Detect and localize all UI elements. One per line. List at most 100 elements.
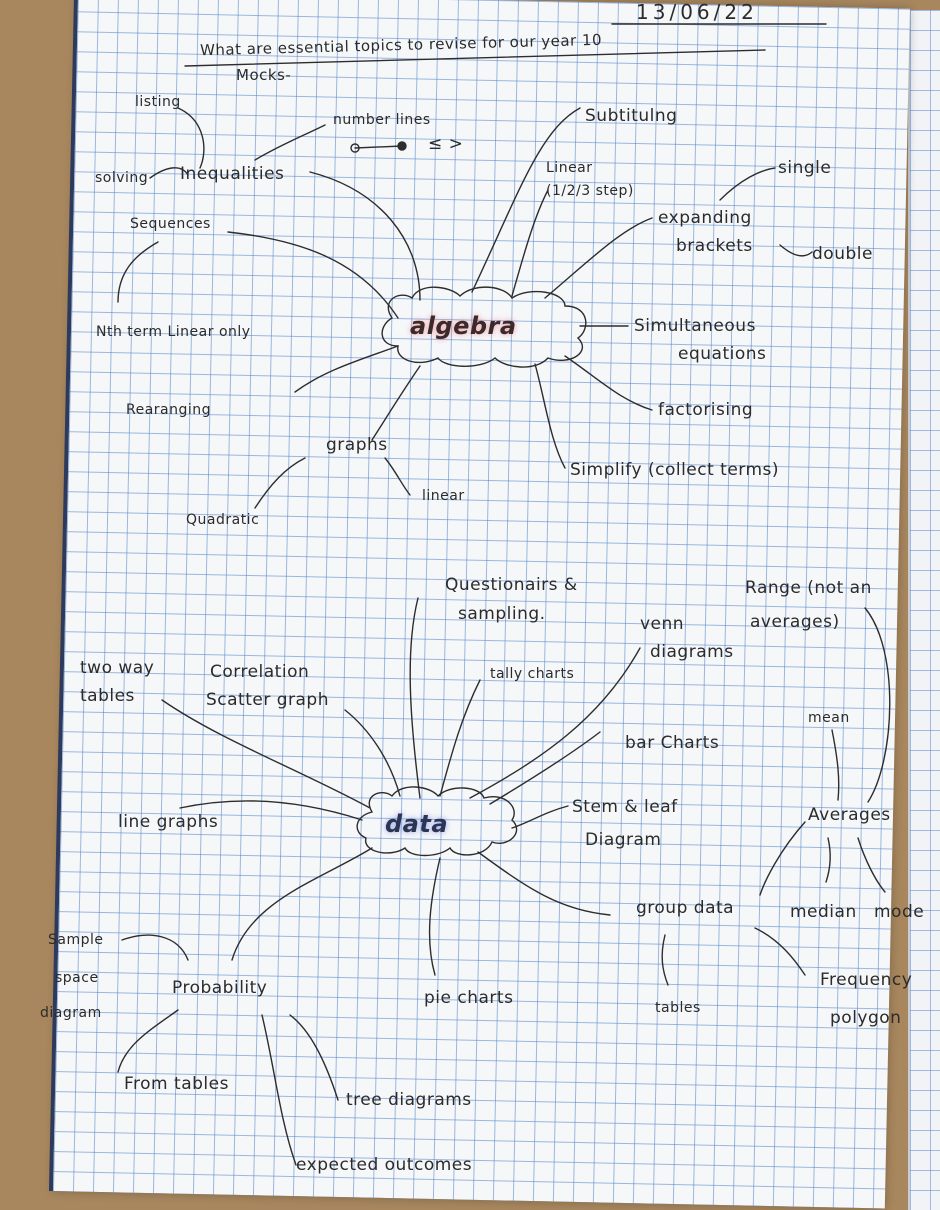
topic-stem-leaf: Stem & leaf <box>572 797 678 817</box>
branch-sequences <box>227 231 399 319</box>
sub-averages-group <box>759 821 806 896</box>
sub-sample-space <box>121 934 189 961</box>
sub-double <box>779 244 813 257</box>
date: 13/06/22 <box>636 0 758 24</box>
sub-tables <box>661 934 669 986</box>
topic-line-graphs: line graphs <box>118 812 219 832</box>
topic-averages: Averages <box>808 805 891 825</box>
algebra-hub: algebra <box>410 312 517 340</box>
facing-page <box>908 10 940 1210</box>
topic-equations: equations <box>678 344 767 364</box>
algebra-cloud <box>381 286 587 368</box>
topic-subtituting: Subtitulng <box>585 106 678 126</box>
topic-brackets: brackets <box>676 236 753 256</box>
sub-solving <box>149 167 189 179</box>
data-cloud <box>356 786 518 857</box>
sub-tree <box>289 1014 339 1101</box>
topic-graphs: graphs <box>326 435 388 455</box>
topic-nth-term: Nth term Linear only <box>96 324 251 340</box>
topic-sample-space-line3: diagram <box>40 1005 102 1021</box>
topic-from-tables: From tables <box>124 1074 229 1094</box>
sub-median <box>825 837 831 883</box>
topic-linear-steps: (1/2/3 step) <box>546 183 634 199</box>
topic-mean: mean <box>808 710 850 726</box>
open-circle <box>350 143 360 153</box>
sub-graph-linear <box>384 457 411 496</box>
branch-expanding <box>544 217 653 299</box>
topic-pie-charts: pie charts <box>424 988 514 1008</box>
topic-expanding: expanding <box>658 208 752 228</box>
topic-linear: Linear <box>546 160 593 176</box>
topic-range: Range (not an <box>745 578 872 598</box>
topic-stem-leaf-line2: Diagram <box>585 830 662 850</box>
branch-pie-charts <box>428 857 441 976</box>
topic-tree-diagrams: tree diagrams <box>346 1090 472 1110</box>
topic-sample-space: Sample <box>48 932 104 948</box>
topic-single: single <box>778 158 832 178</box>
sub-number-lines <box>254 124 326 161</box>
topic-simultaneous: Simultaneous <box>634 316 756 336</box>
sub-range <box>864 607 891 803</box>
topic-quadratic: Quadratic <box>186 512 260 528</box>
topic-venn-line2: diagrams <box>650 642 734 662</box>
branch-inequalities <box>309 171 421 301</box>
topic-tally: tally charts <box>490 666 575 682</box>
title-underline <box>184 49 766 67</box>
topic-group-data: group data <box>636 898 735 918</box>
topic-double: double <box>812 244 873 264</box>
page-title-line2: Mocks- <box>236 66 292 84</box>
topic-rearranging: Rearanging <box>126 402 212 418</box>
topic-factorising: factorising <box>658 400 754 420</box>
topic-number-lines: number lines <box>333 112 431 128</box>
topic-scatter: Scatter graph <box>206 690 330 710</box>
topic-questionnaires: Questionairs & <box>445 575 578 595</box>
branch-linear <box>511 189 549 297</box>
topic-median: median <box>790 902 857 922</box>
sub-mean <box>831 729 840 801</box>
branch-line-graphs <box>179 800 363 821</box>
branch-two-way <box>161 699 371 809</box>
branch-rearranging <box>294 345 399 393</box>
topic-questionnaires-line2: sampling. <box>458 604 546 624</box>
sub-nth <box>117 241 159 303</box>
sub-expected <box>261 1014 297 1166</box>
topic-sample-space-line2: space <box>55 970 99 986</box>
topic-tables: tables <box>655 1000 701 1016</box>
topic-listing: listing <box>135 94 181 110</box>
branch-graphs <box>371 365 421 441</box>
topic-frequency-line2: polygon <box>830 1008 902 1028</box>
branch-questionnaires <box>409 597 421 799</box>
sub-single <box>719 167 776 201</box>
number-line <box>354 145 403 149</box>
sub-frequency <box>754 927 806 976</box>
topic-venn: venn <box>640 614 685 634</box>
closed-circle <box>397 141 407 151</box>
topic-simplify: Simplify (collect terms) <box>570 460 780 480</box>
topic-probability: Probability <box>172 978 268 998</box>
sub-listing <box>177 107 205 169</box>
topic-graph-linear: linear <box>422 488 465 504</box>
branch-stem-leaf <box>511 805 569 829</box>
topic-inequalities: Inequalities <box>180 164 285 184</box>
topic-two-way: two way <box>80 658 155 678</box>
topic-sequences: Sequences <box>130 216 211 232</box>
branch-probability <box>231 847 373 961</box>
topic-bar-charts: bar Charts <box>625 733 720 753</box>
sub-from-tables <box>117 1009 179 1073</box>
topic-correlation: Correlation <box>210 662 310 682</box>
branch-correlation <box>344 709 401 797</box>
topic-solving: solving <box>95 170 149 186</box>
topic-range-line2: averages) <box>750 612 840 632</box>
branch-bar-charts <box>489 731 601 805</box>
sub-quadratic <box>254 457 306 509</box>
branch-factorising <box>564 355 653 411</box>
data-hub: data <box>385 810 449 838</box>
topic-expected-outcomes: expected outcomes <box>296 1155 473 1175</box>
topic-two-way-line2: tables <box>80 686 135 706</box>
sub-mode <box>857 837 886 893</box>
inequality-symbols: ≤ > <box>428 134 464 154</box>
branch-simplify <box>534 363 566 469</box>
branch-tally <box>439 679 481 797</box>
